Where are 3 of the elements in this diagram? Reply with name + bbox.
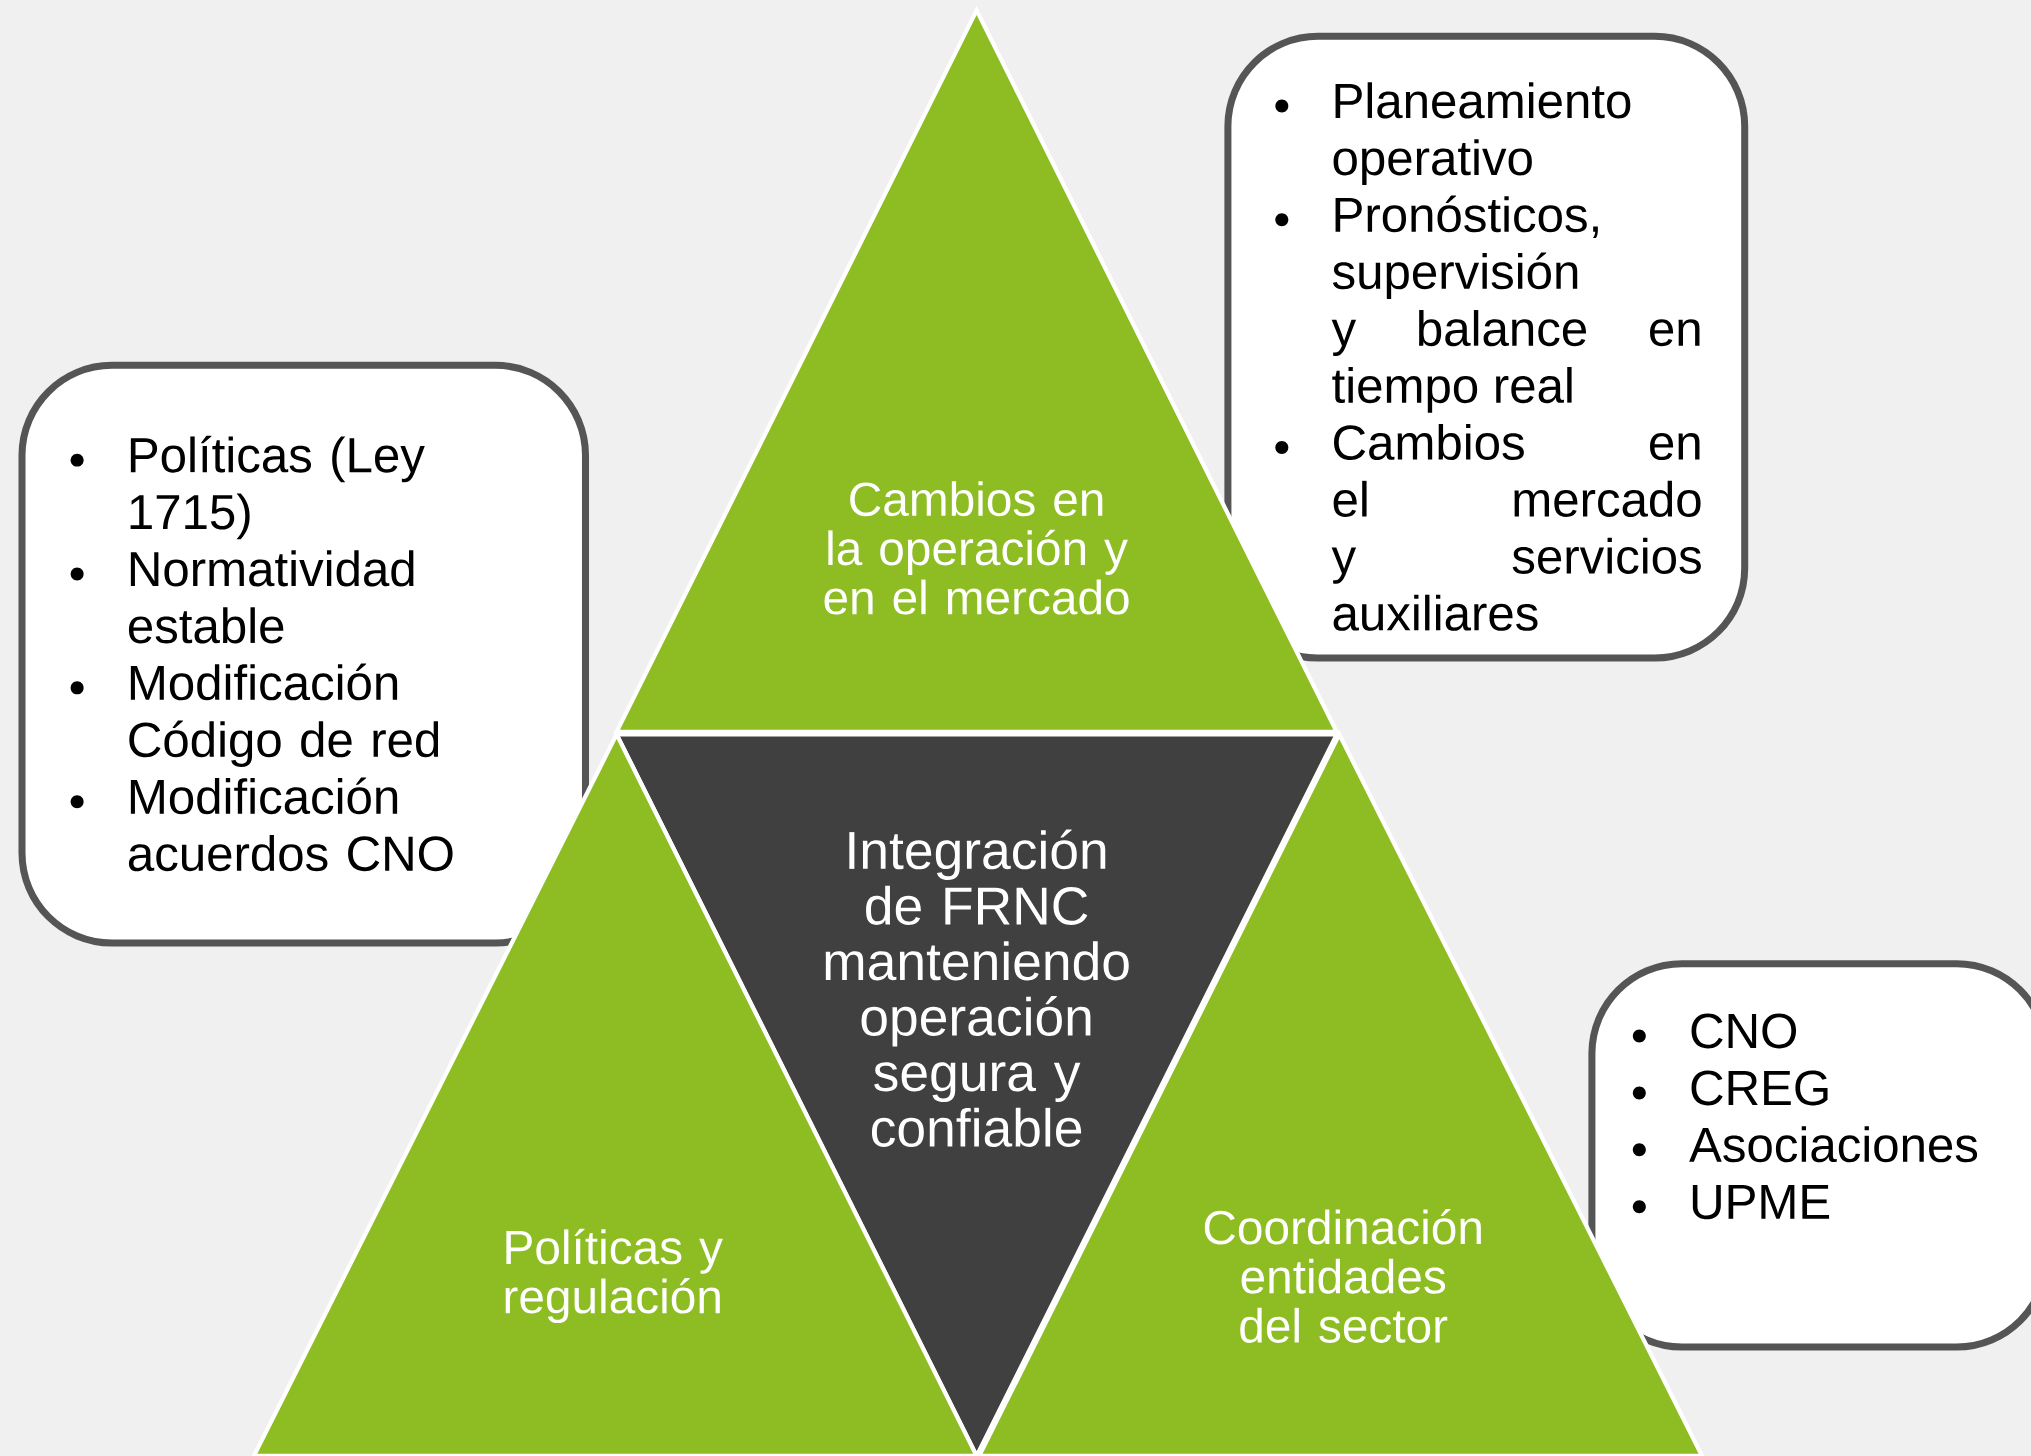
- bullet-list-box: Planeamiento operativo Pronósticos, supervisión y balance en tiempo real Cambios en el mercado y servicios auxiliares: [1224, 32, 1749, 662]
- bullet-list-box: CNO CREG Asociaciones UPME: [1588, 960, 2031, 1351]
- bullet-list-box: Políticas (Ley 1715) Normatividad estable Modificación Código de red Modificación acuerdos CNO: [18, 361, 589, 947]
